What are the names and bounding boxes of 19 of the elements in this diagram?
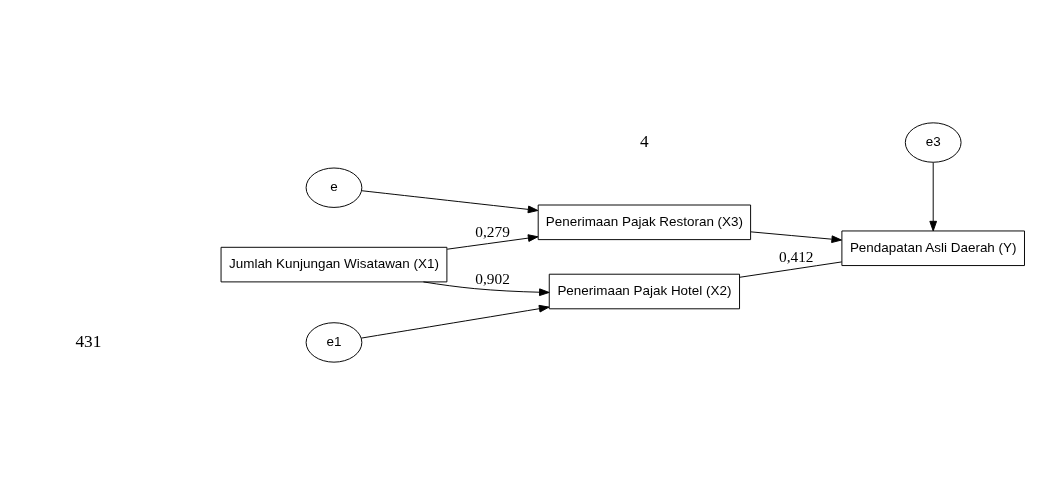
node-ellipse: e1 — [305, 322, 363, 363]
arrow — [446, 234, 539, 250]
arrow — [422, 281, 550, 297]
edge-label: 0,279 — [475, 222, 510, 240]
arrow — [750, 231, 842, 243]
node-ellipse: e — [305, 167, 363, 208]
node-ellipse: e3 — [904, 122, 962, 163]
node-box: Penerimaan Pajak Restoran (X3) — [537, 204, 752, 241]
arrow — [929, 162, 938, 232]
arrow — [360, 304, 550, 339]
node-box: Penerimaan Pajak Hotel (X2) — [548, 273, 740, 310]
node-box: Jumlah Kunjungan Wisatawan (X1) — [220, 246, 448, 283]
connector — [739, 261, 843, 278]
label: 4 — [640, 131, 649, 151]
edge-label: 0,412 — [778, 247, 814, 265]
arrow — [361, 190, 539, 214]
label: 431 — [75, 331, 102, 351]
edge-label: 0,902 — [475, 269, 510, 287]
node-box: Pendapatan Asli Daerah (Y) — [841, 230, 1025, 267]
